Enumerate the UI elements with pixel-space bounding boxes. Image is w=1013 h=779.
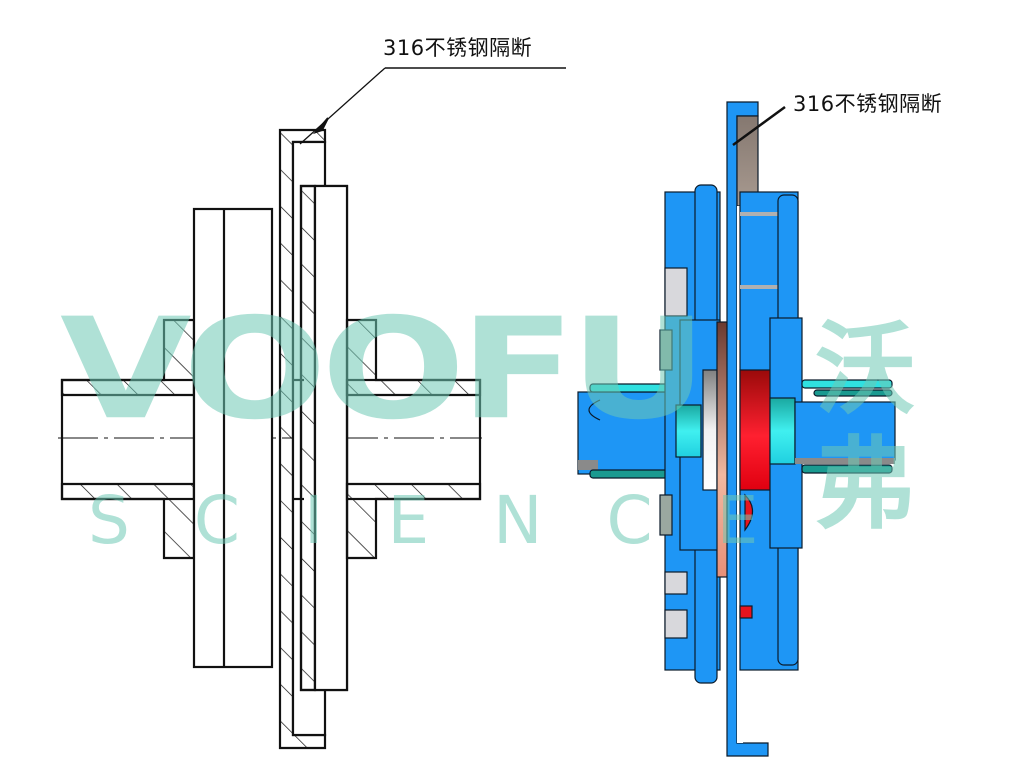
red-magnet (739, 369, 773, 491)
watermark-subtitle: SCIENCE (88, 482, 823, 559)
right-shaft (794, 401, 896, 461)
right-section-view (577, 101, 896, 757)
left-section-view (58, 67, 566, 750)
left-outer-rotor (192, 207, 274, 669)
left-callout-label: 316不锈钢隔断 (383, 36, 533, 60)
watermark-chinese-2: 弗 (815, 426, 915, 543)
inner-rotor (299, 184, 349, 692)
right-callout-leader (732, 105, 786, 147)
right-callout-label: 316不锈钢隔断 (793, 92, 943, 116)
left-callout-leader (299, 67, 386, 145)
watermark-chinese-1: 沃 (815, 311, 915, 428)
watermark-brand: VOOFU (60, 288, 708, 451)
right-hub (345, 318, 482, 560)
